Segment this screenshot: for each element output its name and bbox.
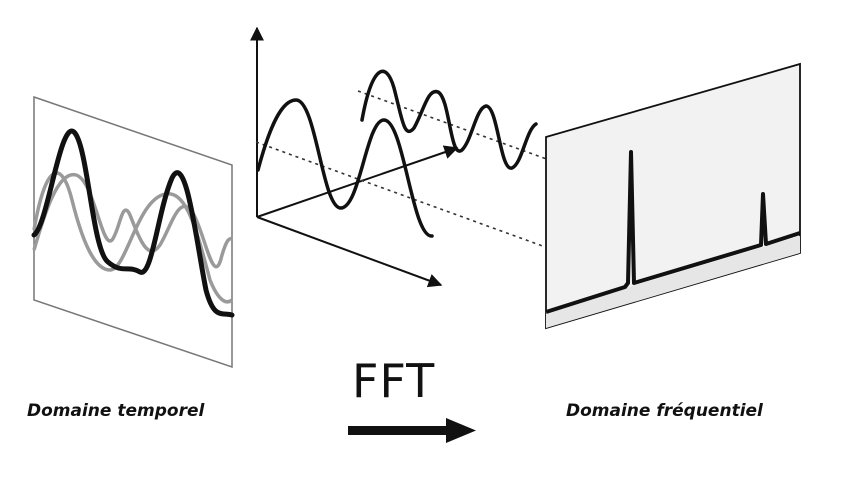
arrow-right-icon	[348, 418, 476, 443]
combined-signal	[31, 128, 235, 318]
component-wave-1	[32, 171, 234, 304]
time-domain-panel	[31, 95, 235, 369]
frequency-domain-panel	[545, 62, 801, 330]
component-wave-2	[32, 173, 234, 269]
frequency-domain-baseline-strip	[546, 236, 800, 328]
projection-line-high	[357, 90, 761, 237]
axes-3d	[250, 26, 459, 288]
high-frequency-wave	[360, 69, 538, 170]
time-domain-label: Domaine temporel	[27, 401, 205, 421]
fft-label: FFT	[352, 354, 436, 408]
time-axis	[256, 216, 443, 288]
spectrum-line	[545, 150, 801, 314]
frequency-domain-label: Domaine fréquentiel	[566, 401, 763, 421]
low-frequency-wave	[256, 98, 434, 238]
